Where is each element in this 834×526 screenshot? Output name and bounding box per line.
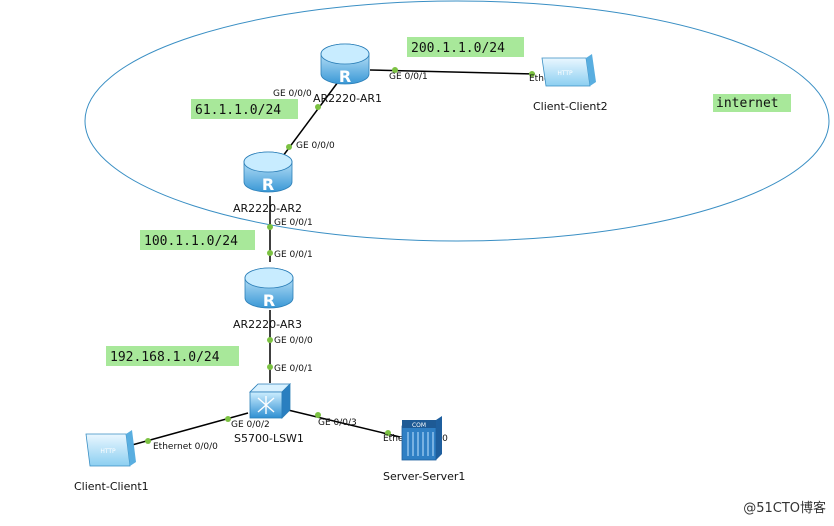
port-dot[interactable] <box>315 104 321 110</box>
internet-region <box>84 0 830 242</box>
port-label: GE 0/0/2 <box>231 420 270 430</box>
port-dot[interactable] <box>267 337 273 343</box>
device-label: S5700-LSW1 <box>234 432 304 445</box>
port-label: GE 0/0/1 <box>274 364 313 374</box>
port-label: GE 0/0/0 <box>273 89 312 99</box>
link-lsw1-server1 <box>287 409 401 438</box>
port-labels: GE 0/0/0 GE 0/0/1 Ethernet 0/0/0 GE 0/0/… <box>153 72 594 452</box>
device-label: Client-Client1 <box>74 480 149 493</box>
network-label-bg <box>407 37 524 57</box>
router-top <box>320 43 370 65</box>
port-dot[interactable] <box>315 412 321 418</box>
port-label: GE 0/0/0 <box>274 336 313 346</box>
svg-text:HTTP: HTTP <box>557 70 573 77</box>
network-label-bg <box>140 230 255 250</box>
region-label-bg <box>713 94 791 112</box>
client-client1[interactable]: HTTP Client-Client1 <box>74 430 149 493</box>
switch-lsw1[interactable]: S5700-LSW1 <box>234 383 304 445</box>
router-top <box>244 267 294 289</box>
device-label: Server-Server1 <box>383 470 465 483</box>
svg-text:COM: COM <box>412 422 426 429</box>
network-label-100: 100.1.1.0/24 <box>144 234 238 249</box>
client-icon: HTTP <box>85 430 136 467</box>
network-label-bg <box>191 99 298 119</box>
svg-text:HTTP: HTTP <box>100 448 116 455</box>
port-dot[interactable] <box>392 67 398 73</box>
router-ar3[interactable]: R AR2220-AR3 <box>233 267 302 331</box>
port-dot[interactable] <box>267 250 273 256</box>
port-label: GE 0/0/1 <box>274 250 313 260</box>
device-label: AR2220-AR2 <box>233 202 302 215</box>
server-icon: COM <box>401 416 442 461</box>
network-label-bg <box>106 346 239 366</box>
router-ar2[interactable]: R AR2220-AR2 <box>233 151 302 215</box>
port-label: GE 0/0/3 <box>318 418 357 428</box>
port-dot[interactable] <box>385 430 391 436</box>
port-label: GE 0/0/1 <box>389 72 428 82</box>
client-client2[interactable]: HTTP Client-Client2 <box>533 54 608 113</box>
router-top <box>243 151 293 173</box>
port-dot[interactable] <box>267 224 273 230</box>
router-ar1[interactable]: R AR2220-AR1 <box>313 43 382 105</box>
switch-icon <box>249 383 291 419</box>
device-label: Client-Client2 <box>533 100 608 113</box>
port-label: GE 0/0/0 <box>296 141 335 151</box>
port-label: Ethernet 0/0/0 <box>153 442 218 452</box>
port-dot[interactable] <box>267 364 273 370</box>
port-label: GE 0/0/1 <box>274 218 313 228</box>
port-dot[interactable] <box>145 438 151 444</box>
device-label: AR2220-AR3 <box>233 318 302 331</box>
port-dot[interactable] <box>286 144 292 150</box>
network-label-61: 61.1.1.0/24 <box>195 103 281 118</box>
client-icon: HTTP <box>541 54 596 87</box>
network-labels: 200.1.1.0/24 61.1.1.0/24 100.1.1.0/24 19… <box>106 37 524 366</box>
server-server1[interactable]: COM Server-Server1 <box>383 416 465 483</box>
router-glyph: R <box>339 67 351 86</box>
watermark: @51CTO博客 <box>743 500 826 516</box>
network-label-192: 192.168.1.0/24 <box>110 350 220 365</box>
router-glyph: R <box>263 291 275 310</box>
device-label: AR2220-AR1 <box>313 92 382 105</box>
port-dot[interactable] <box>529 71 535 77</box>
links <box>131 69 536 446</box>
region-label: internet <box>716 96 779 111</box>
router-glyph: R <box>262 175 274 194</box>
port-dot[interactable] <box>225 416 231 422</box>
port-dots <box>145 67 535 444</box>
network-label-200: 200.1.1.0/24 <box>411 41 505 56</box>
